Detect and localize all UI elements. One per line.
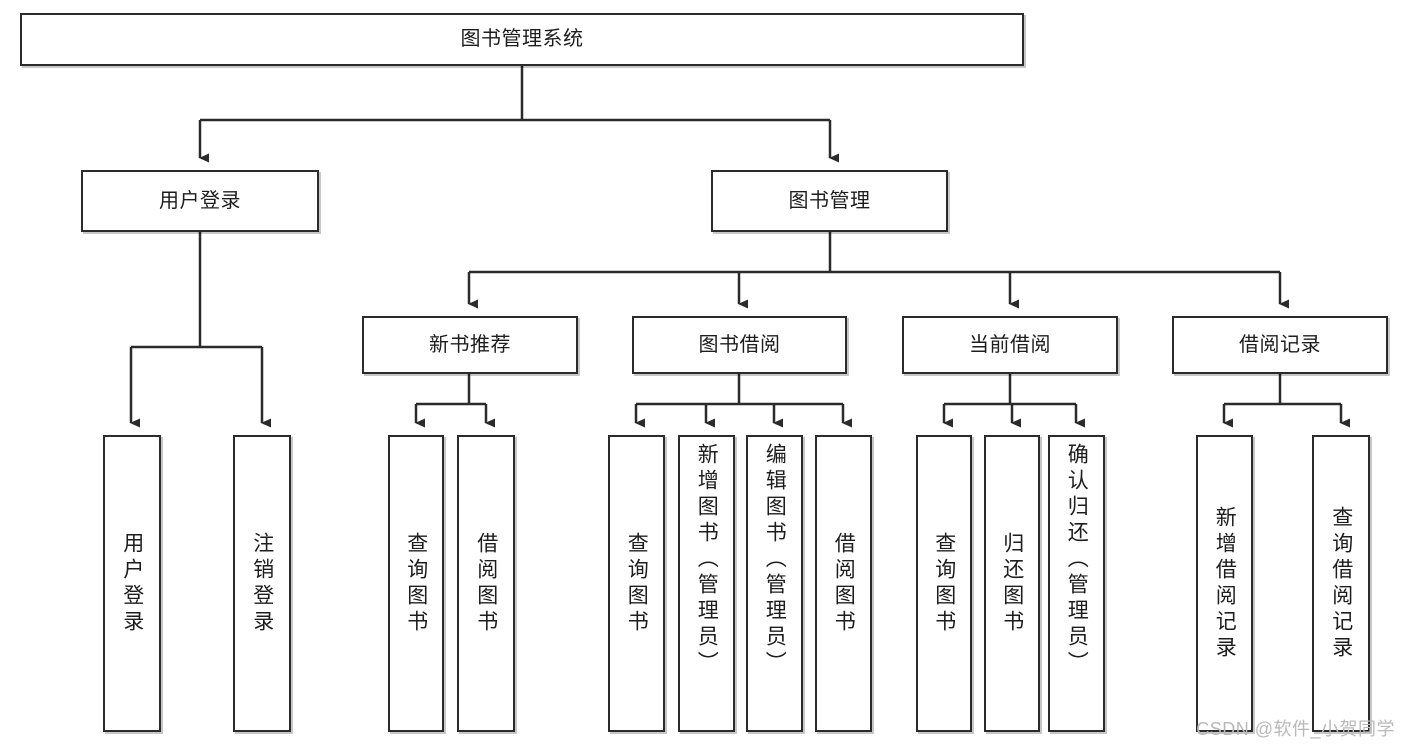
node-leaf-query-book-3-label: 查询图书 [932, 531, 956, 636]
node-leaf-query-record[interactable]: 查询借阅记录 [1312, 435, 1370, 732]
node-book-borrow-label: 图书借阅 [698, 333, 781, 356]
node-leaf-return-book-label: 归还图书 [1000, 531, 1024, 636]
node-leaf-borrow-book-2-label: 借阅图书 [832, 531, 856, 636]
csdn-watermark: CSDN @软件_小贺同学 [1196, 719, 1395, 739]
node-leaf-add-book[interactable]: 新增图书（管理员） [678, 435, 735, 732]
node-borrow-record-label: 借阅记录 [1239, 333, 1321, 356]
node-book-manage-label: 图书管理 [788, 189, 871, 212]
node-leaf-confirm-return-label: 确认归还（管理员） [1065, 443, 1089, 677]
node-leaf-logout-label: 注销登录 [250, 531, 274, 636]
node-leaf-borrow-book-1-label: 借阅图书 [474, 531, 498, 636]
node-leaf-query-book-1-label: 查询图书 [404, 531, 428, 636]
node-leaf-edit-book[interactable]: 编辑图书（管理员） [746, 435, 803, 732]
node-book-borrow[interactable]: 图书借阅 [632, 316, 847, 374]
node-borrow-record[interactable]: 借阅记录 [1172, 316, 1388, 374]
node-leaf-logout[interactable]: 注销登录 [233, 435, 291, 732]
node-leaf-user-login-label: 用户登录 [120, 531, 144, 636]
node-current-borrow-label: 当前借阅 [969, 333, 1051, 356]
node-leaf-query-book-3[interactable]: 查询图书 [916, 435, 972, 732]
node-leaf-query-book-2-label: 查询图书 [625, 531, 649, 636]
node-leaf-user-login[interactable]: 用户登录 [103, 435, 161, 732]
node-leaf-query-record-label: 查询借阅记录 [1329, 505, 1353, 662]
node-user-login-label: 用户登录 [159, 189, 241, 212]
node-leaf-return-book[interactable]: 归还图书 [984, 435, 1040, 732]
node-root-label: 图书管理系统 [460, 28, 584, 51]
node-leaf-borrow-book-2[interactable]: 借阅图书 [815, 435, 872, 732]
node-leaf-edit-book-label: 编辑图书（管理员） [763, 443, 787, 677]
node-new-book-rec[interactable]: 新书推荐 [362, 316, 578, 374]
node-leaf-add-record-label: 新增借阅记录 [1213, 505, 1237, 662]
node-leaf-add-record[interactable]: 新增借阅记录 [1196, 435, 1253, 732]
node-new-book-rec-label: 新书推荐 [429, 333, 511, 356]
node-leaf-add-book-label: 新增图书（管理员） [695, 443, 719, 677]
node-leaf-confirm-return[interactable]: 确认归还（管理员） [1048, 435, 1105, 732]
node-user-login[interactable]: 用户登录 [81, 170, 319, 232]
node-leaf-query-book-2[interactable]: 查询图书 [608, 435, 665, 732]
node-root[interactable]: 图书管理系统 [20, 13, 1024, 66]
node-leaf-query-book-1[interactable]: 查询图书 [388, 435, 444, 732]
node-current-borrow[interactable]: 当前借阅 [902, 316, 1118, 374]
node-leaf-borrow-book-1[interactable]: 借阅图书 [457, 435, 515, 732]
node-book-manage[interactable]: 图书管理 [711, 170, 948, 232]
